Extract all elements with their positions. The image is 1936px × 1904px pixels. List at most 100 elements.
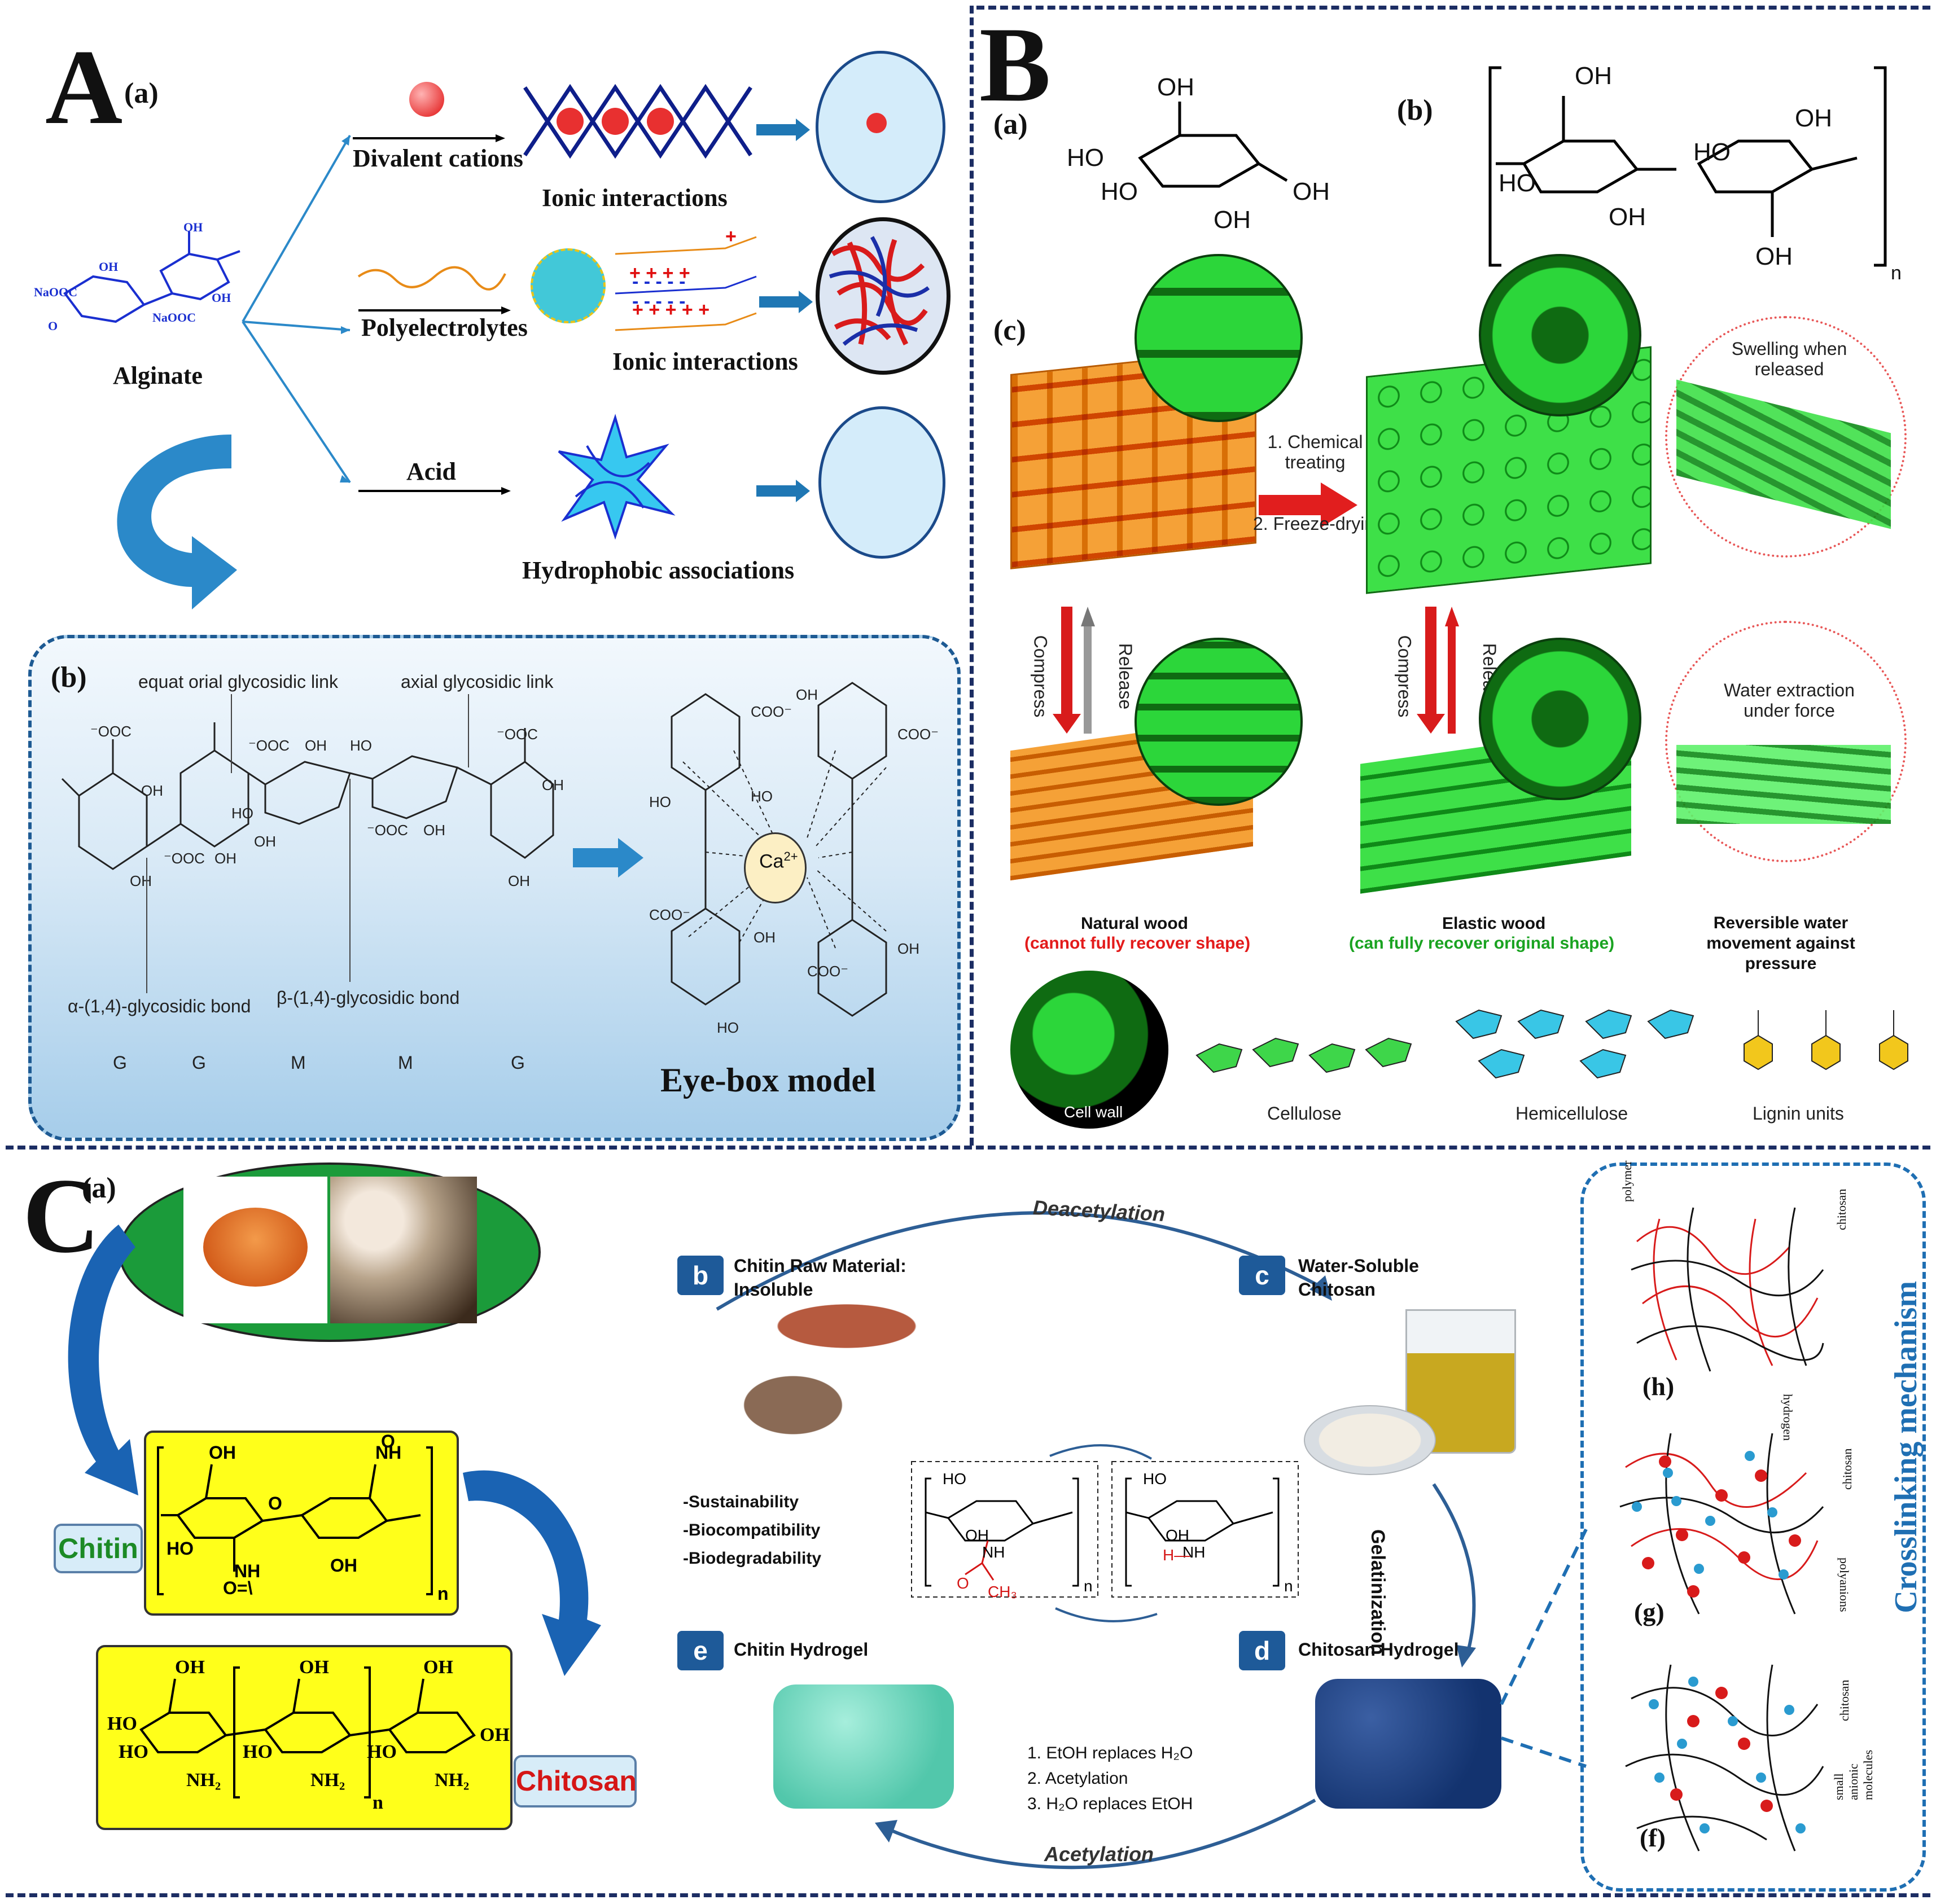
svg-text:⁻OOC: ⁻OOC (497, 726, 538, 743)
calcium-ion (744, 832, 807, 903)
acid-label: Acid (406, 458, 456, 485)
svg-text:OH: OH (480, 1725, 510, 1745)
petri-dish-image (1304, 1405, 1436, 1475)
acetylation-step-2: 2. Acetylation (1027, 1769, 1128, 1788)
mushroom-photo (330, 1177, 477, 1323)
cellulose-oh-1: OH (1575, 62, 1612, 90)
property-3: -Biodegradability (683, 1549, 822, 1568)
divalent-cations-label: Divalent cations (353, 144, 523, 172)
route-2-network (829, 236, 930, 346)
chitin-tag: Chitin (54, 1524, 143, 1573)
h-polymer-label: polymer (1620, 1160, 1634, 1202)
elastic-wood-label: Elastic wood (1442, 914, 1546, 933)
crayfish-image (739, 1292, 954, 1360)
cell-wall-image (1010, 971, 1168, 1129)
cellulose-repeat-unit (1488, 66, 1887, 267)
residue-g2: G (192, 1052, 206, 1073)
svg-text:HO: HO (231, 805, 253, 822)
crosslinking-box (1580, 1162, 1926, 1892)
property-1: -Sustainability (683, 1493, 799, 1511)
svg-text:O: O (957, 1574, 969, 1592)
svg-text:+ + + + +: + + + + + (632, 299, 709, 321)
glucose-ho-1: HO (1067, 144, 1104, 172)
step-d-label: Chitosan Hydrogel (1298, 1639, 1459, 1660)
crab-icon (203, 1208, 308, 1287)
crab-photo (183, 1177, 327, 1323)
top-divider (976, 6, 1930, 10)
panel-a-sub-b: (b) (51, 661, 87, 694)
svg-text:OH: OH (754, 929, 776, 946)
elastic-compress-label: Compress (1394, 635, 1415, 718)
route-1-output-arrow (756, 119, 810, 141)
cellulose-n: n (1891, 262, 1902, 284)
vertical-divider (970, 6, 974, 1146)
svg-text:HO: HO (943, 1470, 966, 1488)
svg-text:HO: HO (243, 1741, 273, 1762)
natural-wood-zoom (1135, 254, 1303, 422)
glucose-ring (1138, 102, 1288, 188)
step-e-badge: e (677, 1631, 724, 1670)
svg-text:COO⁻: COO⁻ (649, 906, 690, 923)
lignin-label: Lignin units (1753, 1103, 1844, 1124)
svg-text:OH: OH (796, 686, 818, 703)
svg-text:OH: OH (209, 1442, 236, 1463)
svg-text:OH: OH (305, 737, 327, 754)
svg-text:COO⁻: COO⁻ (751, 703, 792, 720)
extraction-fibers (1676, 745, 1891, 824)
divalent-cation-ball (409, 82, 444, 117)
cellulose-oh-2: OH (1609, 203, 1646, 231)
svg-text:O=\: O=\ (223, 1578, 253, 1598)
svg-text:OH: OH (542, 776, 564, 793)
gelatinization-label: Gelatinization (1367, 1529, 1389, 1655)
svg-text:NH: NH (375, 1442, 401, 1463)
elastic-wood-note: (can fully recover original shape) (1349, 934, 1615, 953)
svg-text:NH: NH (982, 1543, 1005, 1561)
natural-wood-label: Natural wood (1081, 914, 1189, 933)
middle-divider (6, 1146, 1930, 1150)
reversible-label: Reversible water movement against pressu… (1706, 914, 1855, 973)
svg-text:HO: HO (751, 788, 773, 805)
compressed-natural-zoom (1135, 638, 1303, 806)
crab-image (717, 1360, 869, 1450)
polyelectrolytes-label: Polyelectrolytes (361, 314, 528, 341)
cell-wall-label: Cell wall (1064, 1103, 1123, 1121)
link-pointer-lines (146, 694, 469, 993)
hydrophobic-cluster (558, 414, 676, 540)
h-tag: (h) (1642, 1372, 1675, 1401)
source-to-chitin-arrow (68, 1225, 138, 1495)
svg-text:n: n (373, 1792, 383, 1813)
panel-b-sub-c: (c) (993, 314, 1026, 346)
svg-text:⁻OOC: ⁻OOC (248, 737, 290, 754)
svg-text:HO: HO (717, 1019, 739, 1036)
calcium-charge: 2+ (783, 849, 798, 863)
swelling-circle (1665, 316, 1907, 558)
gelatinization-arrow (1432, 1483, 1476, 1668)
property-2: -Biocompatibility (683, 1521, 821, 1539)
panel-b-letter: B (979, 6, 1051, 124)
ionic-pairs-diagram: + + + ++ + + + ++ - - - - -- - - - - (615, 226, 757, 331)
svg-text:OH: OH (423, 822, 445, 839)
svg-text:HO: HO (1143, 1470, 1167, 1488)
panel-c-sub-a: (a) (82, 1172, 116, 1204)
glucose-oh-right: OH (1293, 178, 1330, 205)
network-f (1625, 1664, 1824, 1852)
source-oval (119, 1162, 541, 1342)
route-2-arrow (358, 306, 511, 314)
natural-release-label: Release (1115, 643, 1136, 710)
svg-text:NH₂: NH₂ (435, 1770, 469, 1791)
deacetylation-arc (716, 1211, 1332, 1311)
svg-text:O: O (268, 1493, 282, 1513)
svg-text:HO: HO (367, 1741, 397, 1762)
cellulose-ho-1: HO (1499, 169, 1536, 197)
svg-text:HO: HO (107, 1713, 137, 1734)
chemical-arrow (1259, 482, 1357, 528)
polyelectrolyte-chain (357, 266, 506, 291)
svg-text:OH: OH (175, 1657, 205, 1678)
g-polyanions-label: polyanions (1837, 1558, 1851, 1612)
route-3-arrow (358, 487, 511, 495)
f-small-anionic-label: small anionic molecules (1832, 1749, 1875, 1800)
acetylation-arc (875, 1798, 1316, 1870)
ionic-zigzag (523, 84, 752, 159)
chitosan-hydrogel-block (1315, 1679, 1501, 1809)
svg-text:NH: NH (234, 1561, 260, 1581)
